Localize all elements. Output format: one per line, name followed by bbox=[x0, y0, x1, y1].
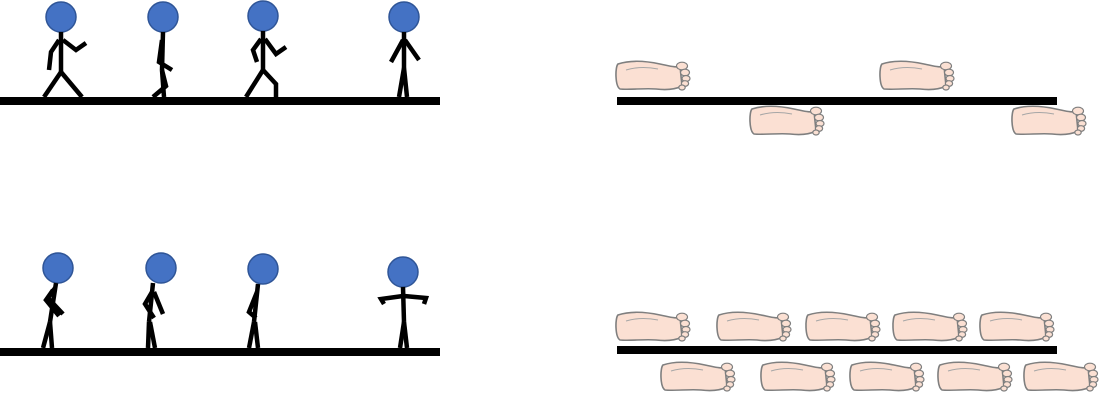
footprint-icon bbox=[760, 361, 836, 392]
footprint-icon bbox=[660, 361, 736, 392]
ground-line-bottom-left bbox=[0, 348, 440, 356]
footprint-icon bbox=[716, 311, 792, 342]
footprint-icon bbox=[1011, 105, 1087, 136]
figure-head bbox=[147, 1, 179, 33]
footprint-icon bbox=[879, 60, 955, 91]
footprint-icon bbox=[749, 105, 825, 136]
figure-head bbox=[45, 1, 77, 33]
footprint-icon bbox=[615, 60, 691, 91]
stick-figure-shuffle-2 bbox=[142, 252, 177, 349]
figure-head bbox=[388, 1, 420, 33]
figure-head bbox=[42, 252, 74, 284]
stick-figure-shuffle-3 bbox=[246, 253, 279, 349]
ground-line-top-left bbox=[0, 97, 440, 105]
figure-head bbox=[247, 253, 279, 285]
footprint-icon bbox=[1023, 361, 1099, 392]
figure-head bbox=[145, 252, 177, 284]
stick-figure-standing bbox=[388, 1, 421, 98]
footprint-icon bbox=[937, 361, 1013, 392]
walking-footprints-panel bbox=[615, 60, 1087, 136]
footprint-icon bbox=[849, 361, 925, 392]
shuffling-footprints-panel bbox=[615, 311, 1099, 392]
figure-head bbox=[247, 0, 279, 32]
stick-figure-arms-out bbox=[377, 256, 430, 349]
stick-figure-walk-1 bbox=[42, 1, 88, 99]
ground-line-bottom-right bbox=[617, 346, 1057, 354]
figure-head bbox=[387, 256, 419, 288]
footprint-icon bbox=[979, 311, 1055, 342]
walking-figures-panel bbox=[0, 0, 440, 105]
footprint-icon bbox=[615, 311, 691, 342]
stick-figure-walk-2 bbox=[147, 1, 179, 99]
stick-figure-walk-3 bbox=[244, 0, 288, 99]
shuffling-figures-panel bbox=[0, 252, 440, 356]
footprint-icon bbox=[805, 311, 881, 342]
footprint-icon bbox=[892, 311, 968, 342]
ground-line-top-right bbox=[617, 97, 1057, 105]
stick-figure-shuffle-1 bbox=[40, 252, 74, 349]
